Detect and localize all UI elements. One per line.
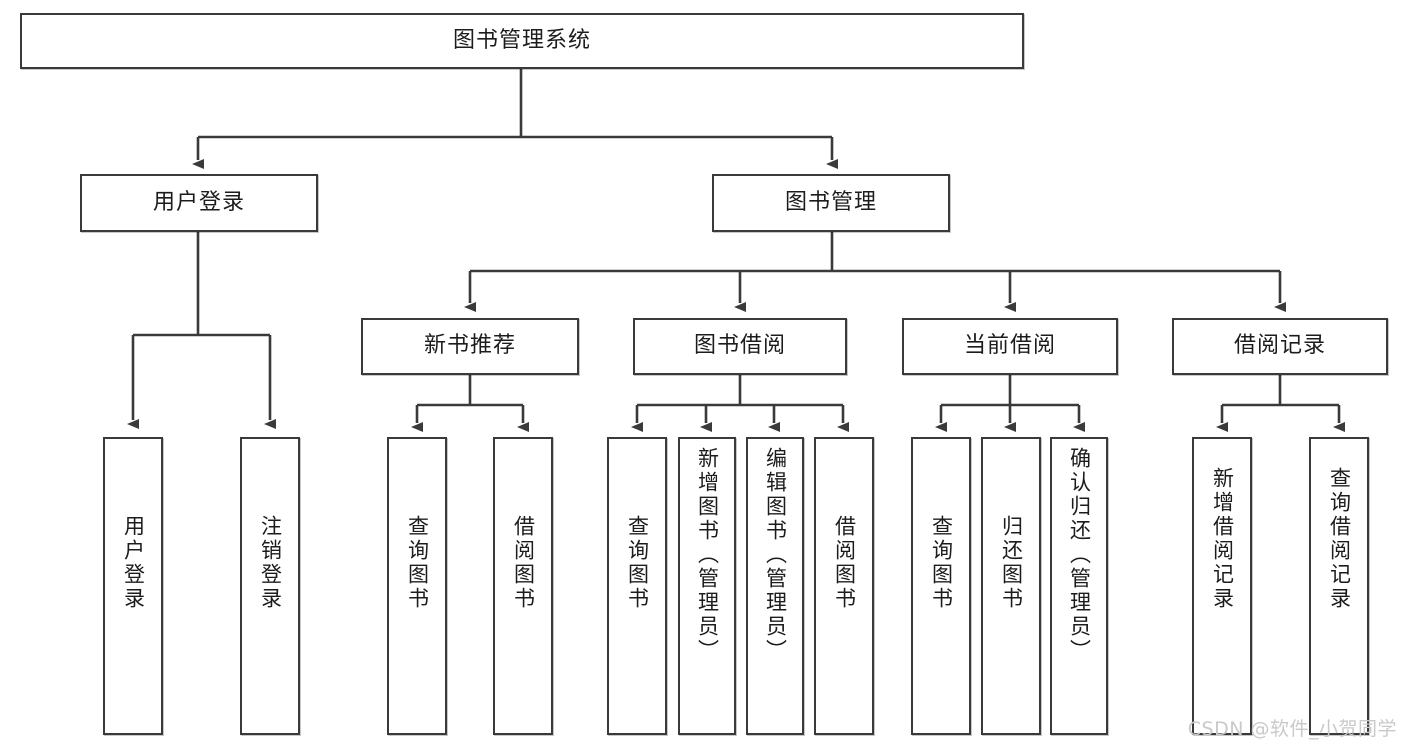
node-borrow-record-label: 借阅记录 <box>1233 333 1326 359</box>
node-current-borrow-label: 当前借阅 <box>963 333 1056 359</box>
node-leaf-logout[interactable]: 注销登录 <box>240 437 300 735</box>
node-leaf-query-book-3-label: 查询图书 <box>929 515 954 611</box>
node-user-login-label: 用户登录 <box>152 189 245 215</box>
node-book-manage-label: 图书管理 <box>784 189 877 215</box>
csdn-watermark: CSDN @软件_小贺同学 <box>1187 718 1397 740</box>
node-leaf-edit-book-label: 编辑图书（管理员） <box>763 447 788 663</box>
node-leaf-add-record[interactable]: 新增借阅记录 <box>1192 437 1252 735</box>
node-leaf-borrow-book-1[interactable]: 借阅图书 <box>493 437 553 735</box>
node-leaf-query-book-2[interactable]: 查询图书 <box>607 437 667 735</box>
node-current-borrow[interactable]: 当前借阅 <box>902 318 1118 375</box>
node-leaf-return-book[interactable]: 归还图书 <box>981 437 1041 735</box>
node-new-book-rec-label: 新书推荐 <box>423 333 516 359</box>
node-leaf-add-book[interactable]: 新增图书（管理员） <box>678 437 736 735</box>
node-user-login[interactable]: 用户登录 <box>80 174 318 232</box>
node-leaf-borrow-book-2[interactable]: 借阅图书 <box>814 437 874 735</box>
node-book-borrow[interactable]: 图书借阅 <box>633 318 847 375</box>
node-borrow-record[interactable]: 借阅记录 <box>1172 318 1388 375</box>
node-leaf-query-book-3[interactable]: 查询图书 <box>911 437 971 735</box>
node-leaf-query-book-2-label: 查询图书 <box>625 515 650 611</box>
node-leaf-add-book-label: 新增图书（管理员） <box>695 447 720 663</box>
node-leaf-borrow-book-2-label: 借阅图书 <box>832 515 857 611</box>
node-book-borrow-label: 图书借阅 <box>693 333 786 359</box>
node-leaf-user-login[interactable]: 用户登录 <box>103 437 163 735</box>
node-leaf-query-book-1-label: 查询图书 <box>405 515 430 611</box>
node-leaf-add-record-label: 新增借阅记录 <box>1210 467 1235 611</box>
node-leaf-confirm-return-label: 确认归还（管理员） <box>1067 447 1092 663</box>
node-leaf-query-book-1[interactable]: 查询图书 <box>387 437 447 735</box>
node-leaf-return-book-label: 归还图书 <box>999 515 1024 611</box>
node-new-book-rec[interactable]: 新书推荐 <box>361 318 579 375</box>
node-leaf-confirm-return[interactable]: 确认归还（管理员） <box>1050 437 1108 735</box>
node-leaf-query-record-label: 查询借阅记录 <box>1327 467 1352 611</box>
node-leaf-user-login-label: 用户登录 <box>121 515 146 611</box>
node-leaf-edit-book[interactable]: 编辑图书（管理员） <box>746 437 804 735</box>
node-leaf-logout-label: 注销登录 <box>258 515 283 611</box>
node-book-manage[interactable]: 图书管理 <box>712 174 950 232</box>
node-root[interactable]: 图书管理系统 <box>20 13 1024 69</box>
node-root-label: 图书管理系统 <box>452 27 591 53</box>
node-leaf-borrow-book-1-label: 借阅图书 <box>511 515 536 611</box>
node-leaf-query-record[interactable]: 查询借阅记录 <box>1309 437 1369 735</box>
